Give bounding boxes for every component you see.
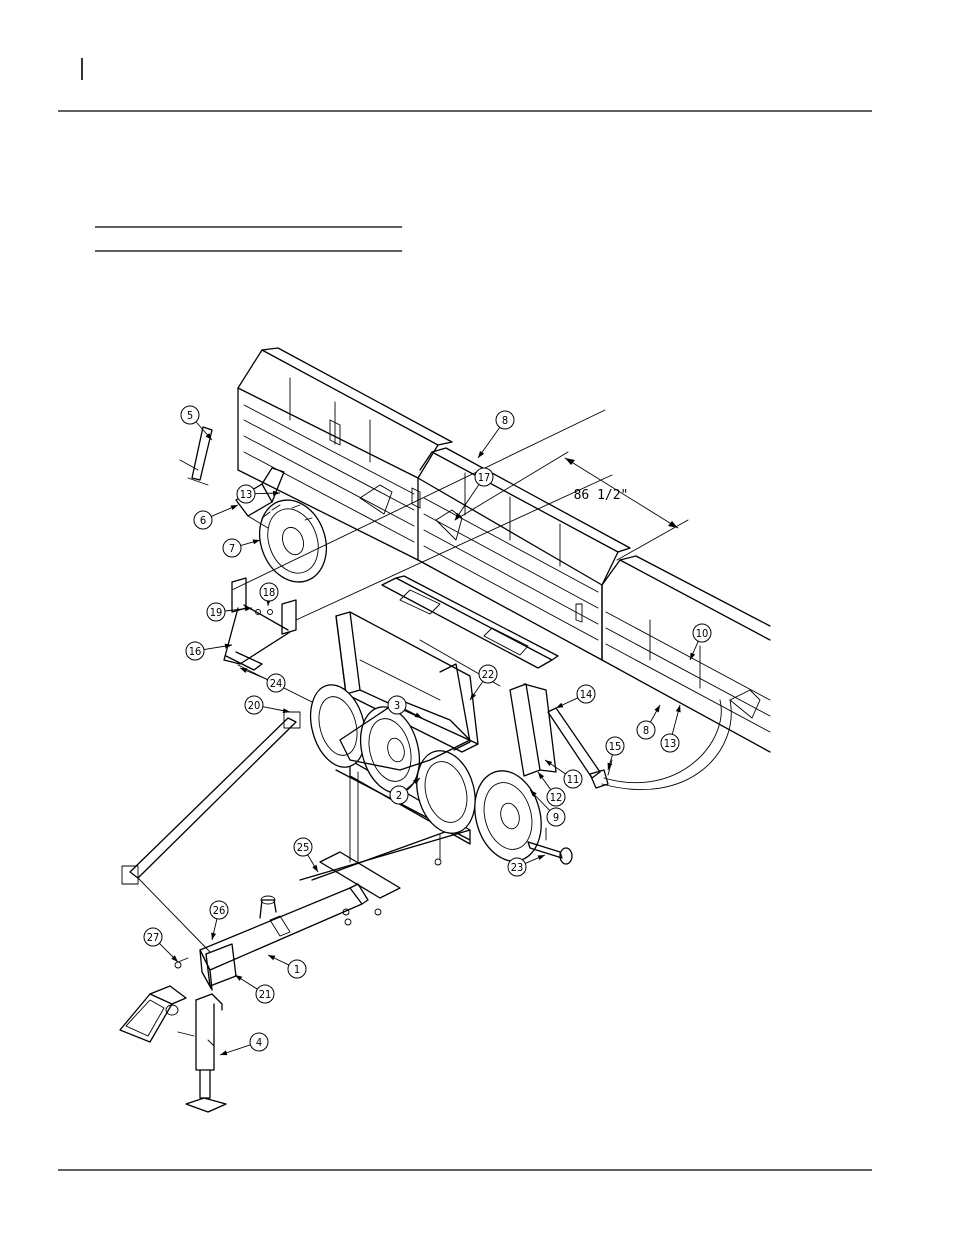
callout-number: 8	[502, 414, 508, 427]
callout-arrowhead	[211, 933, 216, 940]
callout-number: 25	[297, 841, 310, 854]
callout-25: 25	[294, 838, 318, 872]
callout-number: 16	[189, 645, 202, 658]
callout-8: 8	[478, 411, 514, 458]
tandem-wheels	[302, 679, 551, 869]
callout-number: 5	[187, 409, 193, 422]
callout-arrowhead	[545, 760, 552, 766]
callout-10: 10	[690, 624, 711, 660]
callout-11: 11	[545, 760, 582, 788]
callout-14: 14	[556, 685, 595, 708]
callout-5: 5	[181, 406, 212, 440]
callout-15: 15	[606, 737, 624, 770]
callout-arrowhead	[478, 451, 484, 458]
callout-24: 24	[240, 668, 285, 692]
callout-number: 15	[609, 740, 622, 753]
callout-number: 24	[270, 677, 283, 690]
callout-arrowhead	[312, 865, 318, 872]
callout-22: 22	[470, 665, 497, 700]
callout-arrowhead	[556, 703, 563, 708]
callout-arrowhead	[676, 705, 681, 712]
callout-number: 13	[664, 737, 677, 750]
jack-4	[178, 994, 226, 1112]
callout-number: 10	[696, 627, 709, 640]
drawing-lines	[120, 348, 770, 1112]
callout-number: 7	[229, 542, 235, 555]
callout-17: 17	[455, 468, 493, 520]
callout-number: 9	[553, 811, 559, 824]
callout-arrowhead	[235, 975, 242, 981]
callout-number: 1	[294, 963, 300, 976]
callout-arrowhead	[225, 644, 232, 649]
callout-12: 12	[538, 772, 565, 806]
callout-number: 3	[394, 699, 400, 712]
callout-arrowhead	[240, 668, 247, 673]
callout-number: 14	[580, 688, 593, 701]
callout-arrowhead	[538, 855, 545, 860]
callout-number: 4	[256, 1036, 262, 1049]
callout-arrowhead	[415, 713, 422, 718]
callout-number: 13	[240, 488, 253, 501]
callout-arrowhead	[268, 955, 275, 960]
callout-number: 22	[482, 668, 495, 681]
callout-7: 7	[223, 539, 260, 557]
callout-13: 13	[661, 705, 681, 752]
callout-arrowhead	[231, 505, 238, 510]
callout-number: 19	[210, 606, 223, 619]
tongue-1	[200, 884, 368, 990]
callout-number: 2	[396, 789, 402, 802]
callout-number: 18	[263, 586, 276, 599]
callout-4: 4	[220, 1033, 268, 1055]
callout-21: 21	[235, 975, 274, 1003]
callout-number: 6	[200, 514, 206, 527]
callout-number: 23	[511, 861, 524, 874]
callout-number: 17	[478, 471, 491, 484]
callout-arrowhead	[538, 772, 544, 779]
dimension-lines	[455, 452, 688, 560]
toolbar-near	[602, 556, 770, 752]
callout-number: 21	[259, 988, 272, 1001]
tube-20	[122, 712, 300, 952]
callout-27: 27	[144, 928, 178, 962]
callout-number: 20	[248, 699, 261, 712]
callout-number: 8	[643, 724, 649, 737]
callout-arrowhead	[654, 705, 660, 712]
callout-26: 26	[210, 901, 228, 940]
callout-number: 27	[147, 931, 160, 944]
callout-8: 8	[637, 705, 660, 739]
callout-arrowhead	[220, 1050, 227, 1055]
callout-1: 1	[268, 955, 306, 978]
callout-number: 26	[213, 904, 226, 917]
far-wheel-assembly	[180, 427, 337, 591]
callout-number: 12	[550, 791, 563, 804]
callout-arrowhead	[253, 540, 260, 545]
callout-18: 18	[260, 583, 278, 606]
coupler	[120, 986, 186, 1042]
callout-6: 6	[194, 505, 238, 529]
callout-20: 20	[245, 696, 290, 714]
dimension-label: 86 1/2"	[574, 488, 629, 503]
callout-number: 11	[567, 773, 580, 786]
